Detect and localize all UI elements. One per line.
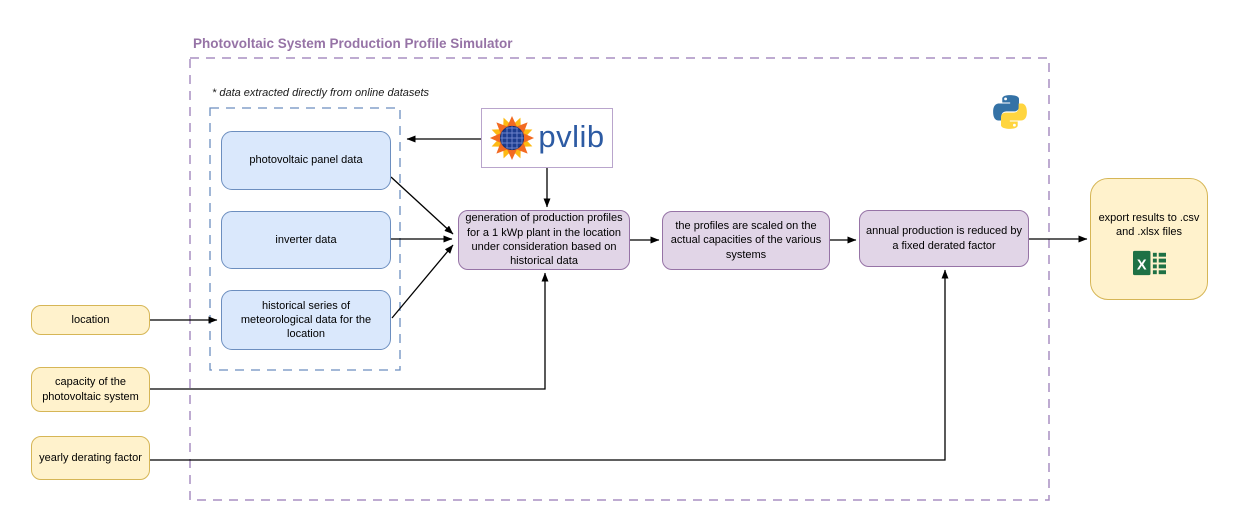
datasets-note: * data extracted directly from online da… (212, 87, 430, 99)
node-label: location (71, 313, 110, 326)
node-label: photovoltaic panel data (249, 154, 363, 167)
arrow-panel-to-generation (390, 176, 454, 235)
arrow-derating-to-reduction (150, 269, 949, 461)
node-inverter-data: inverter data (221, 211, 391, 269)
node-meteorological-data: historical series of meteorological data… (221, 290, 391, 350)
node-label: capacity of the photovoltaic system (42, 376, 139, 403)
node-label: export results to .csv and .xlsx files (1098, 211, 1200, 238)
node-label: generation of production profiles for a … (465, 212, 623, 268)
node-generation-profiles: generation of production profiles for a … (458, 210, 630, 270)
pvlib-sun-icon (490, 115, 535, 161)
svg-text:X: X (1136, 258, 1146, 274)
python-icon (992, 92, 1028, 132)
node-label: historical series of meteorological data… (240, 299, 372, 341)
arrow-meteo-to-generation (391, 244, 454, 319)
node-label: annual production is reduced by a fixed … (866, 225, 1022, 252)
node-input-location: location (31, 305, 150, 335)
page-title: Photovoltaic System Production Profile S… (193, 36, 513, 51)
node-input-capacity: capacity of the photovoltaic system (31, 367, 150, 412)
node-export-results: export results to .csv and .xlsx files X (1090, 178, 1208, 300)
node-profile-scaling: the profiles are scaled on the actual ca… (662, 211, 830, 270)
node-derated-reduction: annual production is reduced by a fixed … (859, 210, 1029, 267)
arrow-capacity-to-generation (150, 272, 549, 390)
node-label: inverter data (275, 233, 337, 246)
pvlib-logo: pvlib (481, 108, 613, 168)
node-photovoltaic-panel-data: photovoltaic panel data (221, 131, 391, 190)
pvlib-logo-text: pvlib (538, 119, 605, 154)
excel-icon: X (1132, 251, 1166, 276)
simulator-boundary-frame (189, 57, 1050, 501)
node-label: the profiles are scaled on the actual ca… (670, 220, 822, 261)
node-input-derating-factor: yearly derating factor (31, 436, 150, 480)
node-label: yearly derating factor (39, 451, 142, 464)
